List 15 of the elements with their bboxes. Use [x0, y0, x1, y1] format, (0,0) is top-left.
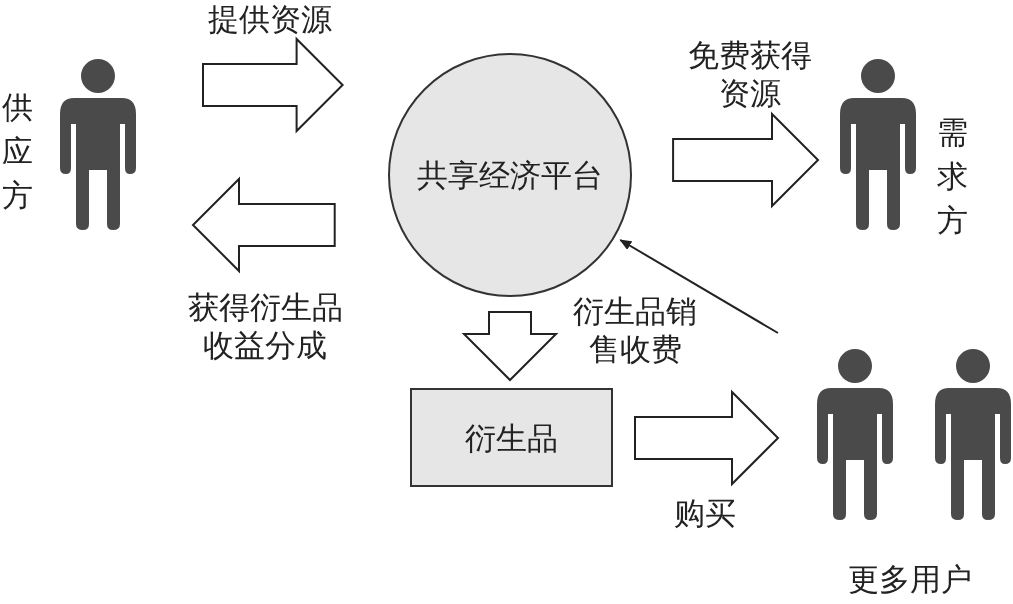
edge-label: 提供资源: [207, 0, 333, 38]
person-label: 供应方: [0, 88, 34, 215]
platform-circle: 共享经济平台: [388, 53, 632, 297]
arrow: [619, 239, 779, 334]
person-label: 更多用户: [847, 560, 973, 598]
edge-label: 购买: [673, 494, 737, 532]
block-arrow: [202, 36, 344, 134]
block-arrow: [634, 389, 780, 487]
edge-label: 免费获得资源: [687, 36, 813, 112]
person-label: 需求方: [935, 113, 969, 240]
block-arrow: [672, 111, 820, 209]
block-arrow: [191, 176, 336, 274]
edge-label: 获得衍生品收益分成: [186, 288, 344, 364]
block-arrow: [461, 311, 559, 382]
product-box: 衍生品: [410, 388, 613, 487]
